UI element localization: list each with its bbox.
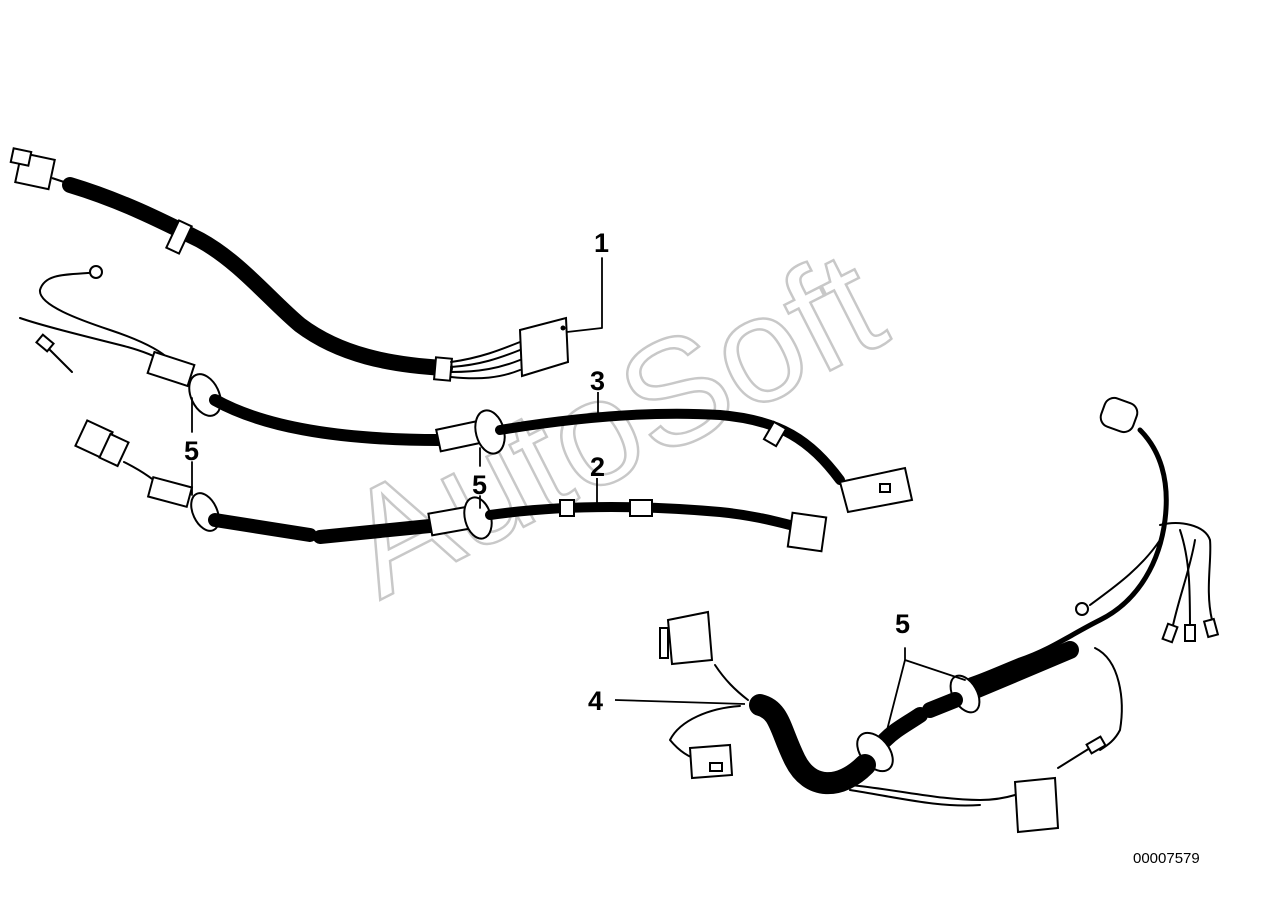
harness-2-grommet bbox=[427, 496, 493, 540]
callout-5-left: 5 bbox=[184, 436, 199, 466]
harness-2-connector bbox=[786, 511, 828, 553]
callout-4: 4 bbox=[588, 686, 603, 716]
harness-2-left-plug bbox=[74, 419, 130, 468]
harness-4 bbox=[614, 396, 1220, 834]
harness-4-top-connector bbox=[666, 610, 714, 666]
callout-5-middle: 5 bbox=[472, 470, 487, 500]
harness-4-right-connector bbox=[1013, 776, 1060, 834]
reference-number: 00007579 bbox=[1133, 850, 1200, 867]
watermark: AutoSoft bbox=[317, 216, 908, 629]
callouts: 1 3 2 5 5 5 4 bbox=[184, 228, 910, 716]
harness-3-left-grommet bbox=[146, 350, 222, 417]
harness-1 bbox=[9, 147, 603, 382]
callout-1: 1 bbox=[594, 228, 609, 258]
harness-2 bbox=[74, 419, 828, 553]
watermark-text: AutoSoft bbox=[318, 218, 907, 629]
harness-4-left-connector bbox=[688, 743, 734, 780]
harness-1-right-connector bbox=[518, 316, 570, 378]
harness-4-round-connector bbox=[1099, 396, 1139, 434]
harness-3-connector bbox=[838, 466, 914, 514]
harness-3-right-grommet bbox=[435, 409, 506, 455]
harness-3-ring-terminal bbox=[89, 265, 103, 279]
callout-2: 2 bbox=[590, 452, 605, 482]
harness-3 bbox=[19, 265, 914, 514]
callout-3: 3 bbox=[590, 366, 605, 396]
harness-1-left-connector bbox=[9, 147, 71, 191]
harness-1-clip bbox=[164, 219, 194, 255]
callout-5-right: 5 bbox=[895, 609, 910, 639]
